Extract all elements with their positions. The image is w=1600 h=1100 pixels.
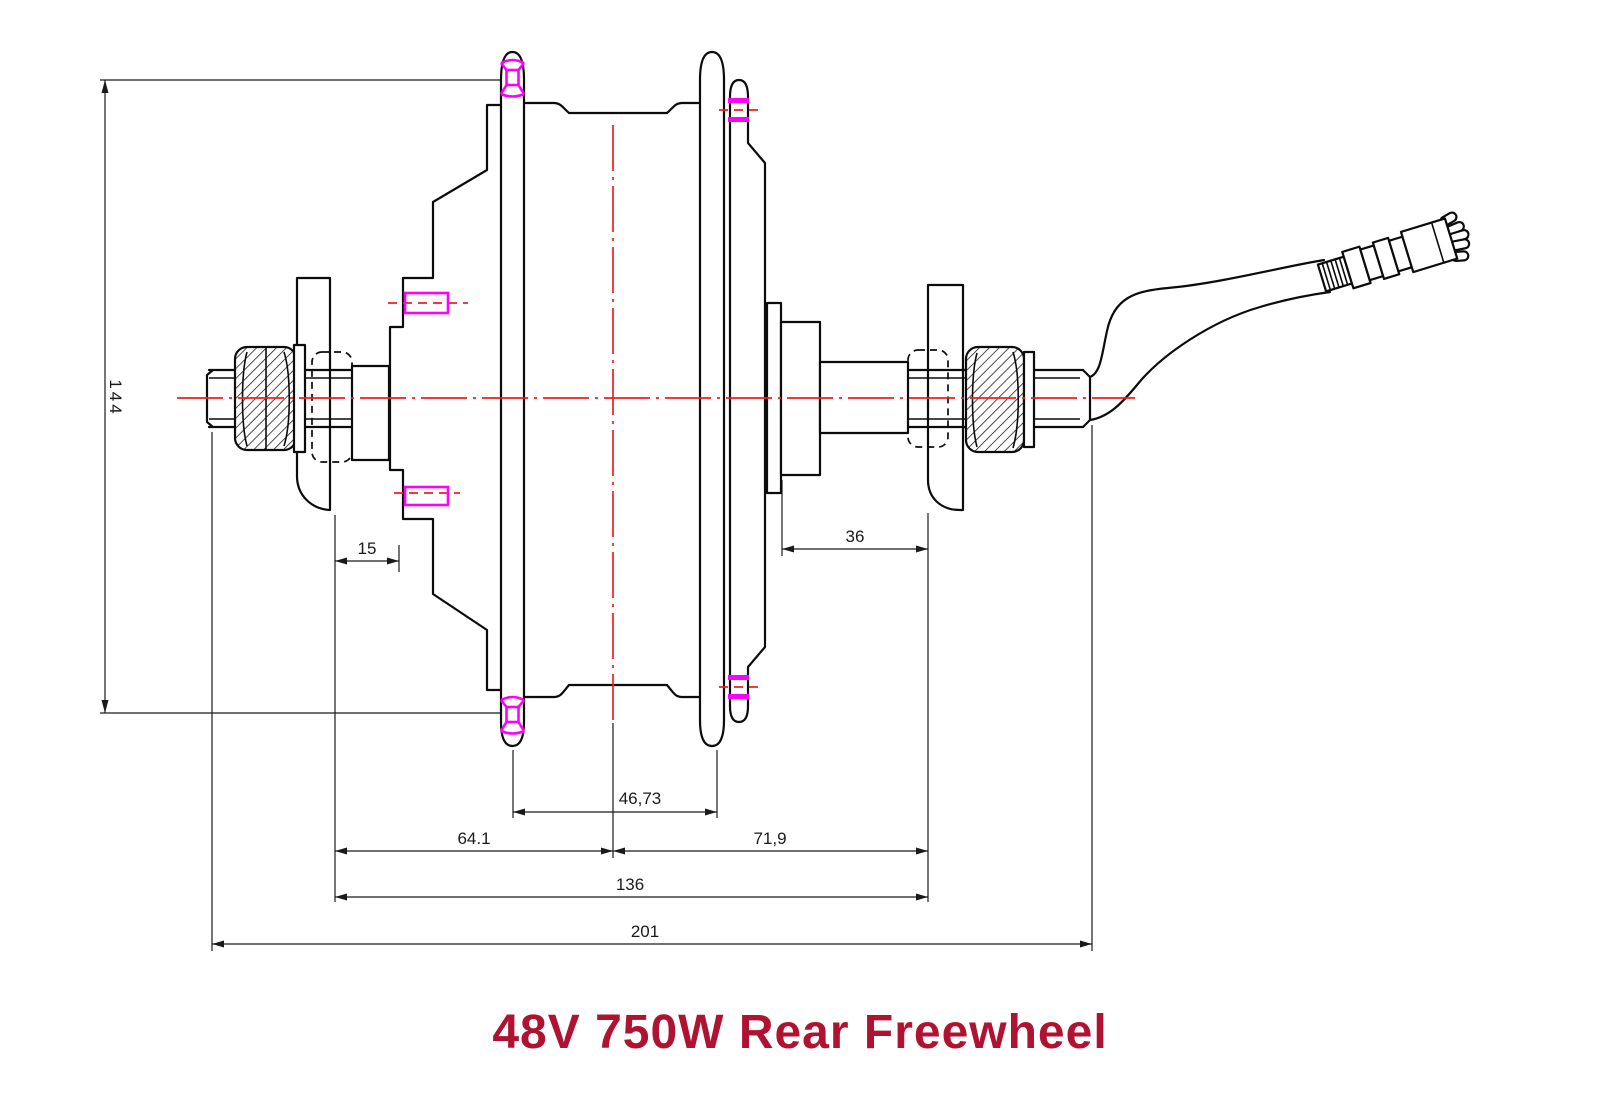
right-axle-nut bbox=[964, 345, 1036, 454]
dimension-label-64-1: 64.1 bbox=[457, 829, 490, 848]
feature-markers bbox=[403, 58, 749, 735]
dimension-label-136: 136 bbox=[616, 875, 644, 894]
dimension-15: 15 bbox=[335, 539, 399, 565]
left-upper-port-marker bbox=[403, 291, 450, 315]
dimension-144: 144 bbox=[100, 79, 507, 714]
left-axle-step bbox=[350, 364, 391, 462]
dimension-lines: 144 15 36 46,73 bbox=[100, 79, 1093, 951]
dimension-46-73: 46,73 bbox=[513, 789, 717, 816]
hub-barrel bbox=[522, 101, 702, 699]
left-bottom-spoke-hole-marker bbox=[499, 695, 526, 735]
right-washer bbox=[1022, 350, 1036, 449]
dimension-64-1: 64.1 bbox=[335, 829, 613, 855]
centerlines bbox=[177, 109, 1135, 722]
left-spoke-flange bbox=[499, 50, 526, 748]
right-dropout-plate bbox=[926, 283, 965, 512]
motor-section-geometry bbox=[205, 50, 1471, 748]
right-hub-wall bbox=[728, 78, 767, 724]
right-spoke-flange bbox=[698, 50, 726, 748]
right-lower-spoke-hole-bar bbox=[728, 675, 749, 680]
cable-connector bbox=[1316, 211, 1471, 293]
left-lower-port-marker bbox=[403, 485, 450, 507]
dimension-label-15: 15 bbox=[358, 539, 377, 558]
dimension-label-36: 36 bbox=[846, 527, 865, 546]
right-upper-spoke-hole-bar bbox=[728, 98, 749, 103]
left-top-spoke-hole-marker bbox=[499, 58, 526, 98]
drawing-title: 48V 750W Rear Freewheel bbox=[492, 1006, 1107, 1059]
dimension-label-71-9: 71,9 bbox=[753, 829, 786, 848]
dimension-36: 36 bbox=[782, 527, 928, 553]
left-hidden-washer bbox=[311, 351, 353, 463]
dimension-136: 136 bbox=[335, 875, 928, 901]
dimension-71-9: 71,9 bbox=[613, 829, 928, 855]
dimension-label-46-73: 46,73 bbox=[619, 789, 662, 808]
dimension-label-201: 201 bbox=[631, 922, 659, 941]
left-dropout-plate bbox=[295, 276, 332, 512]
motor-cable bbox=[1088, 258, 1332, 422]
dimension-201: 201 bbox=[212, 922, 1092, 948]
dimension-label-144: 144 bbox=[106, 379, 125, 416]
